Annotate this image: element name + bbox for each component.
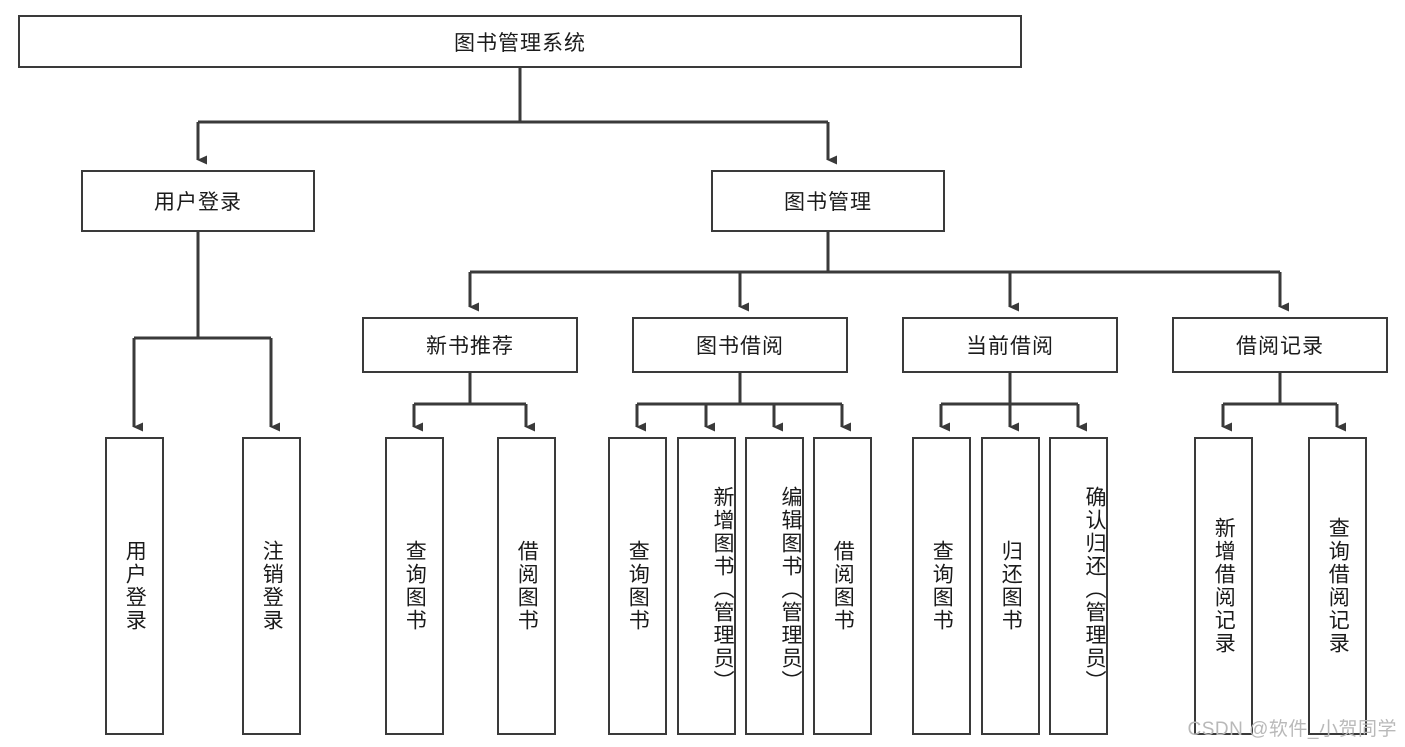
leaf-current-borrow-return[interactable]: 归还图书 [981,437,1040,735]
leaf-new-book-query[interactable]: 查询图书 [385,437,444,735]
leaf-book-borrow-edit-admin[interactable]: 编辑图书（管理员） [745,437,804,735]
node-user-login[interactable]: 用户登录 [81,170,315,232]
leaf-current-borrow-confirm-admin[interactable]: 确认归还（管理员） [1049,437,1108,735]
leaf-new-book-borrow[interactable]: 借阅图书 [497,437,556,735]
node-borrowing-record[interactable]: 借阅记录 [1172,317,1388,373]
node-current-borrowing[interactable]: 当前借阅 [902,317,1118,373]
node-book-borrowing[interactable]: 图书借阅 [632,317,848,373]
leaf-user-login-signout[interactable]: 注销登录 [242,437,301,735]
leaf-current-borrow-query[interactable]: 查询图书 [912,437,971,735]
leaf-borrow-record-add[interactable]: 新增借阅记录 [1194,437,1253,735]
leaf-user-login-signin[interactable]: 用户登录 [105,437,164,735]
watermark-text: CSDN @软件_小贺同学 [1187,719,1397,740]
node-new-book-recommendation[interactable]: 新书推荐 [362,317,578,373]
leaf-book-borrow-query[interactable]: 查询图书 [608,437,667,735]
leaf-book-borrow-add-admin[interactable]: 新增图书（管理员） [677,437,736,735]
node-root-system[interactable]: 图书管理系统 [18,15,1022,68]
node-book-management[interactable]: 图书管理 [711,170,945,232]
leaf-borrow-record-query[interactable]: 查询借阅记录 [1308,437,1367,735]
leaf-book-borrow-borrow[interactable]: 借阅图书 [813,437,872,735]
